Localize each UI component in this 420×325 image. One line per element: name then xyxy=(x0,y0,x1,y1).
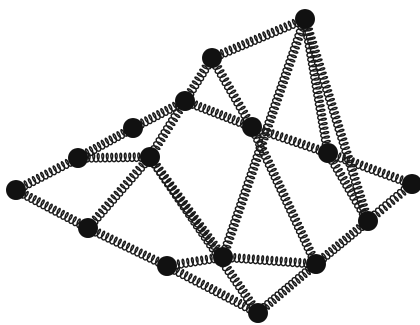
mass-center xyxy=(242,117,262,137)
mass-upper-left xyxy=(175,91,195,111)
mass-left-mid xyxy=(68,148,88,168)
mass-bottom-left xyxy=(157,256,177,276)
mass-right-mid xyxy=(318,143,338,163)
mass-left-inner xyxy=(123,118,143,138)
mass-top xyxy=(295,9,315,29)
mass-bottom-right xyxy=(306,254,326,274)
mass-lower-left xyxy=(78,218,98,238)
mass-upper-ridge xyxy=(202,48,222,68)
mass-center-left xyxy=(140,147,160,167)
mass-left-end xyxy=(6,180,26,200)
mass-bottom-center xyxy=(213,247,233,267)
mass-bottom xyxy=(248,303,268,323)
mass-right-lower xyxy=(358,211,378,231)
